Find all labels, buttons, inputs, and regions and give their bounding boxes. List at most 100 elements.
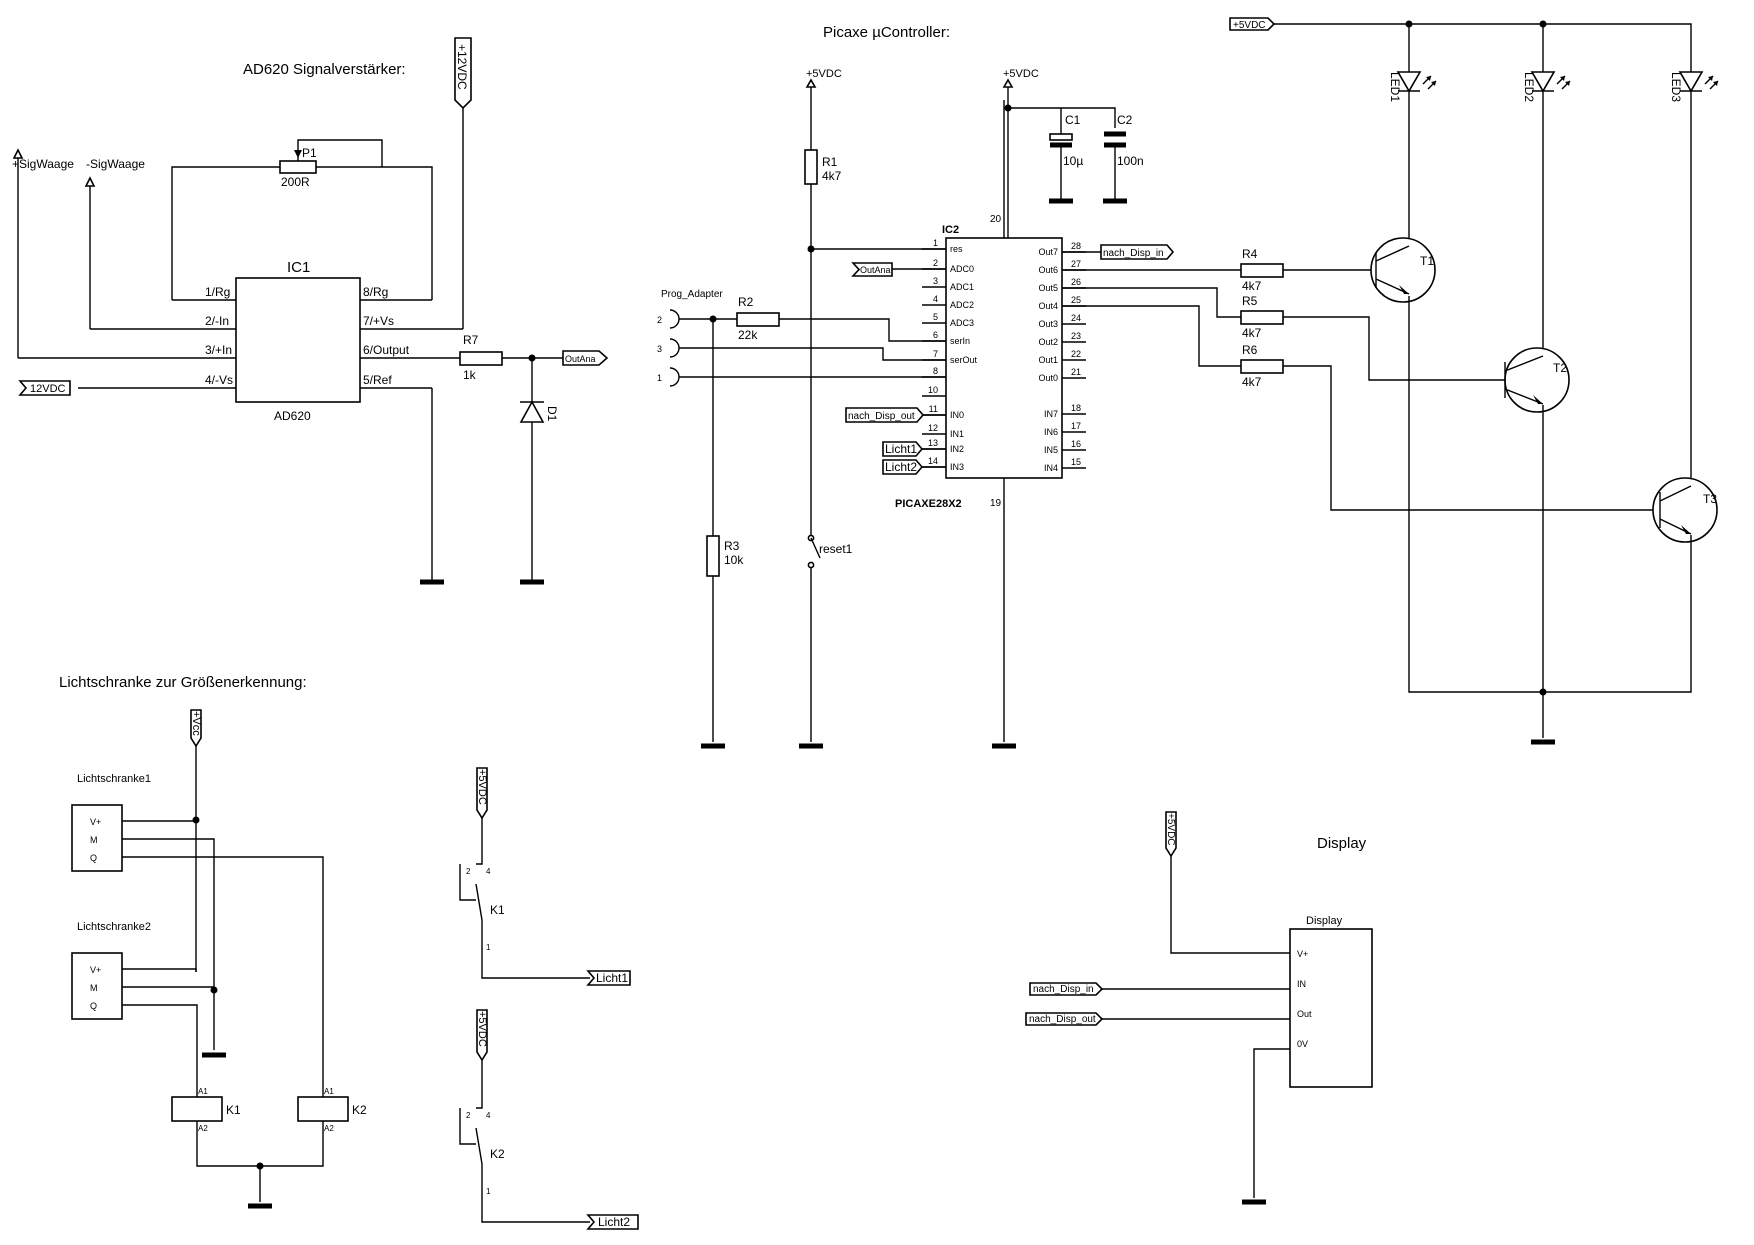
ic2-left-pin-name: ADC0: [950, 264, 974, 274]
ic2-part: PICAXE28X2: [895, 498, 962, 510]
r5-resistor: [1240, 310, 1284, 325]
ic2-left-pin-name: IN3: [950, 462, 964, 472]
net-p12vdc: +12VDC: [455, 44, 469, 90]
disp-in-flag-display: [1029, 982, 1104, 996]
ic2-right-pin-number: 25: [1071, 295, 1081, 305]
k2-relay-ref: K2: [352, 1103, 367, 1117]
ic1-pin-6: 6/Output: [363, 343, 410, 357]
p5vdc-flag-k1: [476, 767, 488, 820]
ic1-pin-5: 5/Ref: [363, 373, 392, 387]
reset-switch: [810, 537, 821, 559]
ic2-right-pin-number: 18: [1071, 403, 1081, 413]
t2-ref: T2: [1553, 361, 1567, 375]
ls1-pin-m: M: [90, 835, 98, 845]
net-5vdc-leds: +5VDC: [1233, 20, 1266, 31]
r7-value: 1k: [463, 368, 477, 382]
ic1-pin-7: 7/+Vs: [363, 314, 394, 328]
k1-relay-ref: K1: [226, 1103, 241, 1117]
ic2-left-pin-name: ADC2: [950, 300, 974, 310]
ic2-left-pin-name: IN0: [950, 410, 964, 420]
r2-value: 22k: [738, 328, 758, 342]
ic2-right-pin-name: Out2: [1038, 337, 1058, 347]
transistor-group: [1370, 237, 1718, 543]
net-licht2-ic2: Licht2: [885, 460, 917, 474]
r7-ref: R7: [463, 333, 479, 347]
ls2-pin-vplus: V+: [90, 965, 101, 975]
ic2-left-pin-number: 7: [933, 349, 938, 359]
ic2-left-pin-number: 3: [933, 276, 938, 286]
display-pin-vplus: V+: [1297, 949, 1308, 959]
display-body: [1289, 928, 1373, 1088]
t3-ref: T3: [1703, 492, 1717, 506]
ic2-left-pin-name: ADC1: [950, 282, 974, 292]
r5-value: 4k7: [1242, 326, 1262, 340]
display-pin-in: IN: [1297, 979, 1306, 989]
ic1-ref: IC1: [287, 259, 310, 276]
c1-value: 10µ: [1063, 154, 1083, 168]
licht2-flag-ic2: [882, 459, 924, 475]
ic2-left-pin-name: serOut: [950, 355, 978, 365]
prog-ref: Prog_Adapter: [661, 289, 723, 300]
sig-neg-arrow: [84, 176, 96, 187]
vcc-flag: [190, 709, 202, 748]
picaxe-section: IC2 PICAXE28X2 20 19 1res2ADC03ADC14ADC2…: [657, 17, 1719, 749]
k2-contact-ref: K2: [490, 1147, 505, 1161]
r1-ref: R1: [822, 155, 838, 169]
display-pin-out: Out: [1297, 1009, 1312, 1019]
ic2-right-pin-number: 23: [1071, 331, 1081, 341]
k2-sw-4: 4: [486, 1111, 491, 1120]
led3-ref: LED3: [1669, 72, 1683, 102]
ic1-pin-3: 3/+In: [205, 343, 232, 357]
k1-sw-4: 4: [486, 867, 491, 876]
k2-a1: A1: [324, 1087, 334, 1096]
r7-resistor: [459, 351, 503, 366]
d1-diode: [519, 400, 545, 423]
ic2-left-pin-name: serIn: [950, 336, 970, 346]
ic2-right-pin-name: IN7: [1044, 409, 1058, 419]
ic2-right-pin-number: 26: [1071, 277, 1081, 287]
ic2-right-pin-name: Out3: [1038, 319, 1058, 329]
ls2-label: Lichtschranke2: [77, 921, 151, 933]
ic2-left-pin-number: 6: [933, 330, 938, 340]
led-1-icon: [1396, 71, 1437, 93]
npn-transistor-1-icon: [1370, 237, 1436, 303]
k1-a1: A1: [198, 1087, 208, 1096]
relay-k1: [171, 1096, 223, 1122]
p12vdc-flag: [454, 37, 472, 110]
net-licht1-k1: Licht1: [596, 971, 628, 985]
licht1-flag-ic2: [882, 441, 924, 457]
sig-pos-arrow: [12, 148, 24, 159]
ic2-right-pin-number: 21: [1071, 367, 1081, 377]
ic2-left-pin-name: ADC3: [950, 318, 974, 328]
r6-value: 4k7: [1242, 375, 1262, 389]
ic2-right-pin-number: 17: [1071, 421, 1081, 431]
ad620-section: IC1 AD620 1/Rg 2/-In 3/+In 4/-Vs 8/Rg 7/…: [12, 37, 609, 585]
net-licht2-k2: Licht2: [598, 1215, 630, 1229]
ic2-right-pin-name: Out5: [1038, 283, 1058, 293]
p1-ref: P1: [302, 146, 317, 160]
ic2-pin-bottom: 19: [990, 498, 1002, 509]
reset-ref: reset1: [819, 542, 853, 556]
ic2-left-pin-name: IN2: [950, 444, 964, 454]
display-label: Display: [1306, 915, 1343, 927]
d1-ref: D1: [545, 406, 559, 422]
led-2-icon: [1530, 71, 1571, 93]
ic2-left-pin-number: 13: [928, 438, 938, 448]
net-5vdc-display: +5VDC: [1165, 813, 1176, 846]
ls2-pin-q: Q: [90, 1001, 97, 1011]
npn-transistor-3-icon: [1652, 477, 1718, 543]
disp-in-flag-ic2: [1100, 244, 1175, 260]
r6-resistor: [1240, 359, 1284, 374]
r4-resistor: [1240, 263, 1284, 278]
ic2-right-pin-number: 15: [1071, 457, 1081, 467]
k1-a2: A2: [198, 1124, 208, 1133]
r3-resistor: [706, 535, 720, 577]
ic2-left-pin-number: 12: [928, 423, 938, 433]
prog-pin-2: 2: [657, 315, 662, 325]
display-section: +5VDC Display V+ IN Out 0V nach_Disp_in …: [1025, 811, 1373, 1205]
r3-ref: R3: [724, 539, 740, 553]
net-sig-neg: -SigWaage: [86, 157, 145, 171]
r4-ref: R4: [1242, 247, 1258, 261]
k2-sw-2: 2: [466, 1111, 471, 1120]
ic2-ref: IC2: [942, 224, 959, 236]
